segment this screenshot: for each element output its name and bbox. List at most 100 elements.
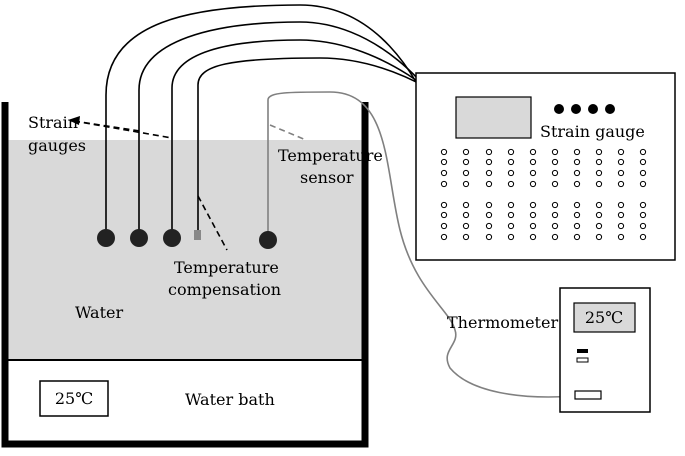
terminal-c7-r2: [573, 158, 581, 166]
terminal-c2-r8: [462, 233, 470, 241]
terminal-c9-r5: [617, 201, 625, 209]
temperature-sensor-wire: [267, 91, 576, 398]
knob-2: [571, 104, 581, 114]
terminal-c10-r6: [639, 211, 647, 219]
strain-gauge-screen: [455, 96, 532, 139]
terminal-c7-r1: [573, 148, 581, 156]
thermometer-display: [573, 302, 636, 333]
terminal-c8-r7: [595, 222, 603, 230]
temperature-compensation-gauge: [194, 230, 201, 240]
arrowhead-strain-gauges: [68, 116, 80, 125]
bath-temperature-display: [39, 380, 109, 417]
terminal-c10-r3: [639, 169, 647, 177]
terminal-c2-r5: [462, 201, 470, 209]
terminal-c3-r5: [485, 201, 493, 209]
terminal-c3-r8: [485, 233, 493, 241]
terminal-c3-r6: [485, 211, 493, 219]
terminal-c1-r1: [440, 148, 448, 156]
terminal-c1-r4: [440, 180, 448, 188]
terminal-c5-r3: [529, 169, 537, 177]
terminal-c4-r3: [507, 169, 515, 177]
thermometer-indicator-1: [577, 349, 588, 353]
terminal-c5-r4: [529, 180, 537, 188]
terminal-c7-r4: [573, 180, 581, 188]
strain-gauge-sensor-1: [97, 229, 115, 247]
strain-gauges-label-line1: Strain: [28, 113, 78, 132]
terminal-c5-r8: [529, 233, 537, 241]
terminal-c7-r3: [573, 169, 581, 177]
terminal-c4-r4: [507, 180, 515, 188]
leader-temp-compensation: [197, 195, 228, 251]
terminal-c2-r2: [462, 158, 470, 166]
terminal-c4-r1: [507, 148, 515, 156]
strain-gauge-sensor-2: [130, 229, 148, 247]
terminal-c10-r7: [639, 222, 647, 230]
terminal-c3-r7: [485, 222, 493, 230]
strain-gauge-device: [415, 72, 676, 261]
strain-gauge-sensor-3: [163, 229, 181, 247]
water-region: [8, 140, 362, 360]
bath-temperature-value: 25℃: [55, 389, 93, 408]
terminal-c5-r6: [529, 211, 537, 219]
terminal-c2-r7: [462, 222, 470, 230]
terminal-c9-r2: [617, 158, 625, 166]
terminal-c1-r5: [440, 201, 448, 209]
terminal-c1-r2: [440, 158, 448, 166]
strain-gauges-label-line2: gauges: [28, 136, 86, 155]
terminal-c8-r4: [595, 180, 603, 188]
terminal-c2-r1: [462, 148, 470, 156]
terminal-c3-r4: [485, 180, 493, 188]
terminal-c9-r3: [617, 169, 625, 177]
terminal-c6-r6: [551, 211, 559, 219]
terminal-c1-r8: [440, 233, 448, 241]
terminal-c10-r8: [639, 233, 647, 241]
terminal-c6-r8: [551, 233, 559, 241]
knob-4: [605, 104, 615, 114]
terminal-c2-r6: [462, 211, 470, 219]
terminal-grid: [440, 148, 647, 241]
thermometer-indicator-2: [576, 357, 589, 363]
terminal-c8-r5: [595, 201, 603, 209]
strain-gauge-knobs: [554, 104, 615, 114]
temperature-compensation-label-line2: compensation: [168, 280, 281, 299]
terminal-c9-r7: [617, 222, 625, 230]
terminal-c7-r7: [573, 222, 581, 230]
terminal-c4-r2: [507, 158, 515, 166]
leader-lines: [73, 120, 228, 251]
terminal-c1-r6: [440, 211, 448, 219]
terminal-c3-r1: [485, 148, 493, 156]
terminal-c4-r5: [507, 201, 515, 209]
tank-wall: [1, 102, 369, 448]
terminal-c10-r4: [639, 180, 647, 188]
terminal-c5-r1: [529, 148, 537, 156]
leader-strain-gauges-2: [73, 120, 173, 139]
water-bath-label: Water bath: [185, 390, 275, 409]
terminal-c6-r1: [551, 148, 559, 156]
terminal-c10-r1: [639, 148, 647, 156]
terminal-c2-r4: [462, 180, 470, 188]
thermometer-label: Thermometer: [447, 313, 558, 332]
terminal-c2-r3: [462, 169, 470, 177]
terminal-c6-r2: [551, 158, 559, 166]
terminal-c8-r8: [595, 233, 603, 241]
terminal-c3-r3: [485, 169, 493, 177]
terminal-c1-r7: [440, 222, 448, 230]
temperature-sensor-label-line2: sensor: [300, 168, 354, 187]
strain-gauge-device-label: Strain gauge: [540, 122, 645, 141]
terminal-c5-r2: [529, 158, 537, 166]
terminal-c1-r3: [440, 169, 448, 177]
terminal-c8-r2: [595, 158, 603, 166]
terminal-c4-r7: [507, 222, 515, 230]
terminal-c4-r8: [507, 233, 515, 241]
temperature-sensor-probe: [259, 231, 277, 249]
terminal-c7-r5: [573, 201, 581, 209]
terminal-c6-r7: [551, 222, 559, 230]
terminal-c9-r8: [617, 233, 625, 241]
terminal-c9-r6: [617, 211, 625, 219]
water-label: Water: [75, 303, 123, 322]
terminal-c7-r6: [573, 211, 581, 219]
temperature-sensor-label-line1: Temperature: [278, 146, 383, 165]
terminal-c7-r8: [573, 233, 581, 241]
thermometer-display-value: 25℃: [585, 308, 623, 327]
